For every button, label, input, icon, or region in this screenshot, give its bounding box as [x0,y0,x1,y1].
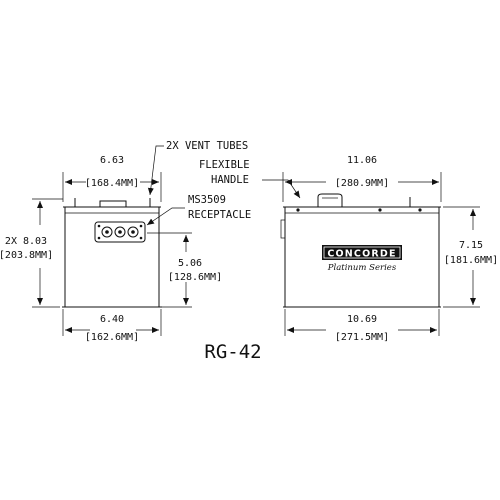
dim-front-bottom-width-in: 6.40 [100,314,124,325]
callout-handle-label-line2: HANDLE [211,174,249,186]
callout-receptacle-label-line2: RECEPTACLE [188,209,251,221]
dim-side-top-width-in: 11.06 [347,155,377,166]
dim-front-height-in: 2X 8.03 [5,236,47,247]
callout-vent-tubes: 2X VENT TUBES [147,140,248,196]
dim-front-top-width: 6.63 [168.4MM] [62,155,162,202]
dim-front-bottom-width: 6.40 [162.6MM] [62,309,162,343]
dim-side-bottom-width-mm: [271.5MM] [335,332,389,343]
dim-side-height-in: 7.15 [459,240,483,251]
dim-side-bottom-width: 10.69 [271.5MM] [284,309,440,343]
dim-front-top-width-in: 6.63 [100,155,124,166]
callout-receptacle: MS3509 RECEPTACLE [146,194,251,226]
brand-series-text: Platinum Series [327,263,397,273]
callout-flexible-handle: FLEXIBLE HANDLE [199,159,301,199]
drawing-title: RG-42 [204,341,261,363]
dim-side-height-mm: [181.6MM] [444,255,498,266]
receptacle-icon [94,221,146,243]
callout-receptacle-label-line1: MS3509 [188,194,226,206]
dim-side-top-width-mm: [280.9MM] [335,178,389,189]
brand-logo: CONCORDE Platinum Series [322,245,402,273]
dim-front-bottom-width-mm: [162.6MM] [85,332,139,343]
dim-front-top-width-mm: [168.4MM] [85,178,139,189]
flexible-handle-icon [317,193,343,207]
dim-receptacle-height-mm: [128.6MM] [168,272,222,283]
front-view [62,198,162,308]
brand-logo-text: CONCORDE [327,249,396,260]
side-view: CONCORDE Platinum Series [280,193,441,308]
dim-side-top-width: 11.06 [280.9MM] [282,155,442,202]
dim-front-height-mm: [203.8MM] [0,250,53,261]
dim-receptacle-height: 5.06 [128.6MM] [147,232,222,308]
dim-receptacle-height-in: 5.06 [178,258,202,269]
dim-side-height: 7.15 [181.6MM] [443,206,498,308]
callout-handle-label-line1: FLEXIBLE [199,159,250,171]
dim-side-bottom-width-in: 10.69 [347,314,377,325]
callout-vent-tubes-label: 2X VENT TUBES [166,140,248,152]
dim-front-height: 2X 8.03 [203.8MM] [0,198,63,308]
